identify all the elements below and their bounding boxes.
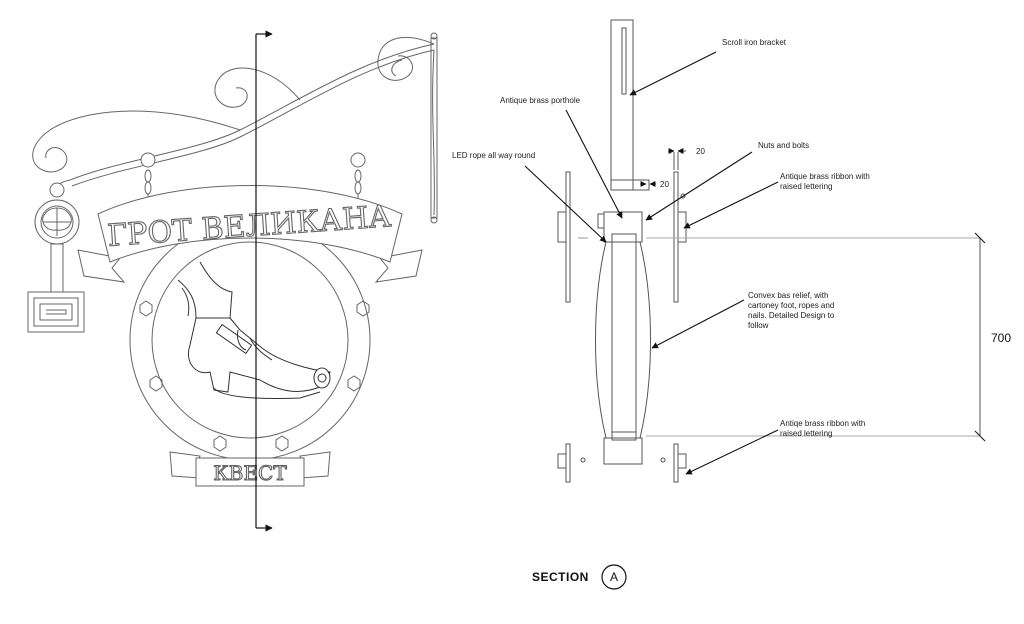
key-ornament [27, 182, 85, 333]
porthole-ring [129, 219, 371, 461]
section-title-text: SECTION [532, 570, 589, 584]
front-elevation: ГРОТ ВЕЛИКАНА КВЕСТ [27, 30, 438, 532]
section-title: SECTION A [532, 564, 627, 590]
label-porthole: Antique brass porthole [500, 96, 581, 105]
bottom-ribbon: КВЕСТ [169, 451, 331, 487]
section-body [595, 211, 651, 465]
label-ribbon-bottom-1: Antiqe brass ribbon with [780, 419, 865, 428]
lower-ribbon-plates [557, 443, 687, 483]
label-scroll-bracket: Scroll iron bracket [722, 38, 787, 47]
section-marker-circle [601, 564, 627, 590]
label-bas-relief-4: follow [748, 321, 769, 330]
label-bas-relief-2: cartoney foot, ropes and [748, 301, 834, 310]
section-marker-letter: A [610, 570, 618, 584]
dimension-20-marks [640, 148, 686, 187]
label-ribbon-top-2: raised lettering [780, 182, 832, 191]
top-banner: ГРОТ ВЕЛИКАНА [77, 185, 423, 283]
label-ribbon-top-1: Antique brass ribbon with [780, 172, 870, 181]
bracket-post [610, 19, 650, 191]
bracket-wall-plate [430, 32, 438, 224]
hanging-chain-left [140, 152, 156, 205]
dimension-height: 700 [991, 331, 1011, 345]
label-bas-relief-3: nails. Detailed Design to [748, 311, 835, 320]
upper-ribbon-plates [557, 171, 687, 303]
ribbon-text: КВЕСТ [213, 461, 287, 485]
label-ribbon-bottom-2: raised lettering [780, 429, 832, 438]
label-bas-relief-1: Convex bas relief, with [748, 291, 828, 300]
label-nuts-bolts: Nuts and bolts [758, 141, 809, 150]
annotations: Scroll iron bracket Antique brass portho… [452, 38, 1011, 438]
section-cut-line [255, 30, 273, 532]
section-view [557, 19, 986, 483]
dimension-gap-top: 20 [696, 147, 705, 156]
dimension-gap-lower: 20 [660, 180, 669, 189]
label-led-rope: LED rope all way round [452, 151, 535, 160]
boot-bas-relief [177, 261, 331, 399]
hanging-chain-right [350, 152, 366, 205]
dimension-700 [646, 232, 986, 442]
leader-lines [524, 51, 779, 475]
